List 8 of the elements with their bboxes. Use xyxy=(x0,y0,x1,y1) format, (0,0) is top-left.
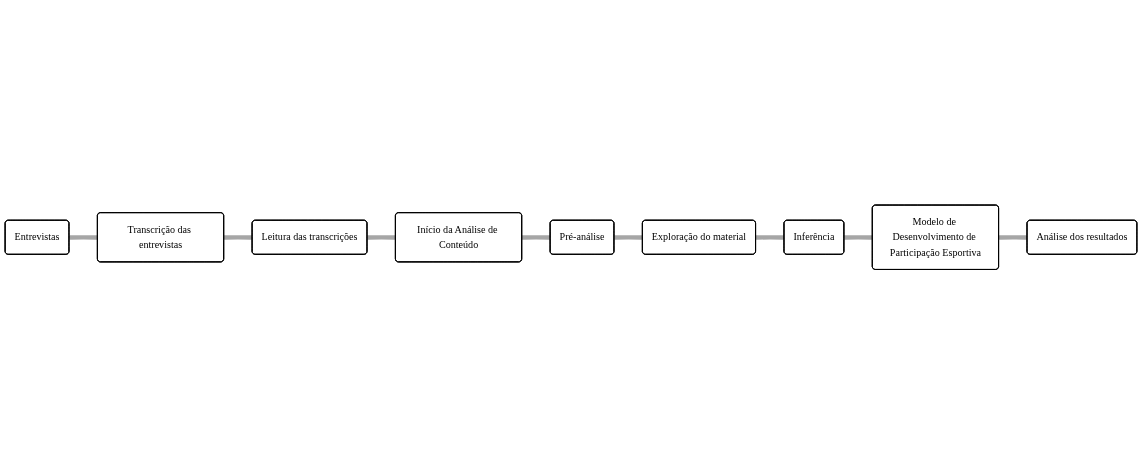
connector xyxy=(614,234,643,240)
connector xyxy=(223,234,253,240)
connector xyxy=(998,234,1028,240)
connector xyxy=(69,234,98,240)
connector xyxy=(755,234,785,240)
connector xyxy=(844,234,873,240)
connector xyxy=(367,234,396,240)
connector xyxy=(521,234,551,240)
